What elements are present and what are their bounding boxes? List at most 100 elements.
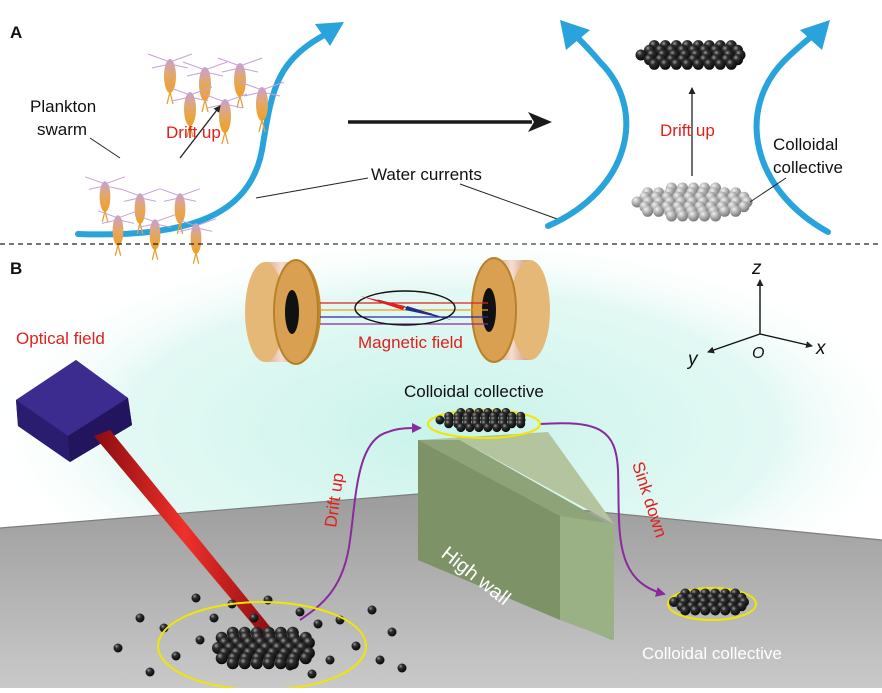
water-current-right-right-curve xyxy=(753,33,831,235)
particle xyxy=(703,58,715,70)
particle xyxy=(648,58,660,70)
particle xyxy=(375,655,385,665)
colloidal-cluster-bottom-b xyxy=(157,601,367,691)
particle xyxy=(730,205,742,217)
particle xyxy=(699,210,710,222)
particle xyxy=(681,58,693,70)
compass-needle-red xyxy=(360,296,405,310)
particle xyxy=(725,58,737,70)
particle xyxy=(209,613,219,623)
magnetic-field-label: Magnetic field xyxy=(358,333,463,352)
particle xyxy=(351,641,361,651)
colloidal-label-line2: collective xyxy=(773,158,843,177)
high-wall xyxy=(418,432,614,640)
axis-x-label: x xyxy=(815,338,827,359)
particle xyxy=(397,663,407,673)
particle xyxy=(195,635,205,645)
particle xyxy=(642,205,654,217)
particle xyxy=(719,205,731,217)
coordinate-axes xyxy=(707,279,813,354)
particle xyxy=(677,210,688,222)
particle xyxy=(367,605,377,615)
particle xyxy=(516,419,526,429)
particle xyxy=(307,669,317,679)
particle xyxy=(238,657,251,670)
optical-field-label: Optical field xyxy=(16,329,105,348)
plankton-swarm xyxy=(85,53,285,264)
particle xyxy=(710,210,721,222)
particle xyxy=(631,196,643,208)
water-current-right-left-curve xyxy=(545,33,630,229)
drift-up-label-left: Drift up xyxy=(166,123,221,142)
water-currents-label: Water currents xyxy=(371,165,482,184)
water-currents-leader-left xyxy=(255,177,369,199)
compass-needle-blue xyxy=(405,306,452,320)
scattered-particles xyxy=(113,593,407,679)
particle xyxy=(262,657,275,670)
rotation-ring xyxy=(667,587,757,621)
colloidal-cluster-right-b xyxy=(667,587,757,621)
particle xyxy=(666,210,677,222)
particle xyxy=(483,423,493,433)
axis-origin-label: O xyxy=(752,345,764,362)
panel-a: A Drift up Plankton swarm Water currents… xyxy=(10,20,843,264)
plankton xyxy=(147,53,193,105)
plankton xyxy=(135,214,175,260)
particle xyxy=(226,657,239,670)
particle xyxy=(295,607,305,617)
particle xyxy=(680,605,691,616)
axis-z-label: z xyxy=(751,258,762,279)
particle xyxy=(700,605,711,616)
panel-b: B Magnetic field xyxy=(0,230,882,691)
coil-right xyxy=(471,257,550,363)
magnetic-field-lines xyxy=(320,290,488,326)
transition-arrowhead xyxy=(528,112,552,132)
plankton xyxy=(217,57,263,109)
particle xyxy=(690,605,701,616)
colloidal-cluster-top-b xyxy=(427,407,541,439)
coil-left xyxy=(245,259,321,365)
particle xyxy=(286,657,299,670)
plankton xyxy=(85,176,125,222)
drift-up-path xyxy=(299,423,422,621)
axis-y-label: y xyxy=(686,349,699,370)
water-currents-leader-right xyxy=(459,183,561,221)
panel-b-label: B xyxy=(10,259,22,278)
particle xyxy=(659,58,671,70)
particle xyxy=(669,597,679,607)
particle xyxy=(635,49,647,61)
plankton-label-line2: swarm xyxy=(37,120,87,139)
particle xyxy=(653,205,665,217)
colloidal-cluster-grey-a xyxy=(631,182,753,222)
particle xyxy=(465,423,475,433)
plankton xyxy=(120,188,160,234)
particle xyxy=(714,58,726,70)
particle xyxy=(501,423,511,433)
plankton xyxy=(98,210,138,256)
laser-beam xyxy=(94,430,276,638)
plankton xyxy=(239,81,285,133)
water-current-left-arrowhead xyxy=(315,22,344,46)
particle xyxy=(135,613,145,623)
drift-up-arrow-left xyxy=(179,105,221,159)
plankton xyxy=(167,86,213,138)
particle xyxy=(474,423,484,433)
particle xyxy=(444,419,454,429)
particle xyxy=(191,593,201,603)
plankton-leader-line xyxy=(89,137,121,159)
particle xyxy=(171,651,181,661)
particle xyxy=(738,201,750,213)
colloidal-leader-line xyxy=(749,177,787,203)
particle xyxy=(113,643,123,653)
panel-a-label: A xyxy=(10,23,22,42)
particle xyxy=(670,58,682,70)
drift-up-label-right: Drift up xyxy=(660,121,715,140)
particle xyxy=(688,210,699,222)
plankton xyxy=(202,93,248,145)
plankton xyxy=(176,218,216,264)
particle xyxy=(710,605,721,616)
particle xyxy=(387,627,397,637)
particle xyxy=(145,667,155,677)
